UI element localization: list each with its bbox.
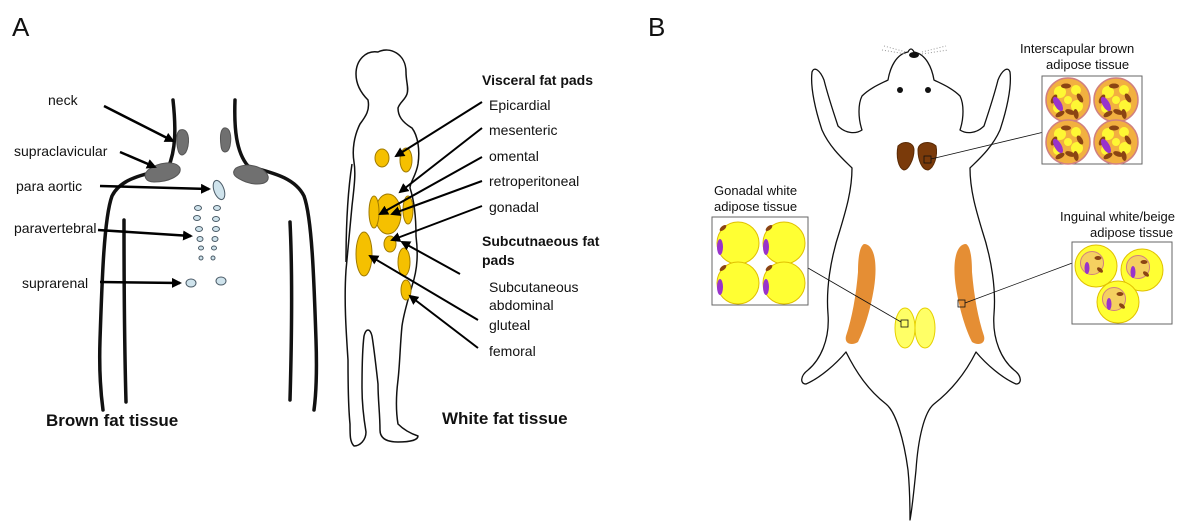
gluteal-pad (398, 248, 410, 276)
brown-fat-caption: Brown fat tissue (46, 411, 178, 431)
label-inguinal-line1: Inguinal white/beige (1060, 209, 1175, 225)
neck-arrow (104, 106, 173, 141)
white-fat-caption: White fat tissue (442, 409, 568, 429)
adipocyte (1046, 78, 1090, 122)
label-omental: omental (489, 148, 539, 164)
inguinal-cells-box (1072, 242, 1172, 324)
supraclavicular-depot-right (234, 165, 269, 184)
label-gonadal-line2: adipose tissue (714, 199, 797, 215)
epicardial-pad (375, 149, 389, 167)
subcutaneous-arrow (402, 242, 460, 274)
subcutaneous-heading-line2: pads (482, 252, 515, 268)
paravertebral-depot (213, 217, 220, 222)
label-subcutaneous-line1: Subcutaneous (489, 279, 579, 295)
mouse-right-eye (925, 87, 931, 93)
suprarenal-depot (186, 279, 196, 287)
mouse-left-eye (897, 87, 903, 93)
adipocyte (717, 222, 759, 264)
gonadal-cells-box (712, 217, 808, 305)
paravertebral-depot (214, 206, 221, 211)
para-aortic-depot (211, 179, 227, 201)
neck-depot-right (220, 128, 230, 152)
label-subcutaneous-line2: abdominal (489, 297, 554, 313)
label-para-aortic: para aortic (16, 178, 82, 194)
paravertebral-depot (213, 227, 220, 232)
suprarenal-depot (216, 277, 226, 285)
adipocyte (1097, 281, 1139, 323)
paravertebral-depot (196, 227, 203, 232)
adipocyte (1094, 120, 1138, 164)
paravertebral-depot (197, 237, 203, 242)
label-mesenteric: mesenteric (489, 122, 557, 138)
interscapular-cells-box (1042, 76, 1142, 164)
label-interscapular-line2: adipose tissue (1046, 57, 1129, 73)
paravertebral-arrow (98, 230, 191, 236)
back-torso-outline (100, 100, 317, 410)
label-paravertebral: paravertebral (14, 220, 97, 236)
femoral-pad (401, 280, 411, 300)
label-suprarenal: suprarenal (22, 275, 88, 291)
adipocyte (763, 222, 805, 264)
adipocyte (1075, 245, 1117, 287)
paravertebral-depot (194, 216, 201, 221)
label-gonadal: gonadal (489, 199, 539, 215)
paravertebral-depot (211, 256, 215, 260)
label-interscapular-line1: Interscapular brown (1020, 41, 1134, 57)
visceral-heading: Visceral fat pads (482, 72, 593, 88)
mouse-outline (802, 49, 1021, 520)
suprarenal-arrow (100, 282, 180, 283)
label-retroperitoneal: retroperitoneal (489, 173, 579, 189)
adipocyte (763, 262, 805, 304)
label-femoral: femoral (489, 343, 536, 359)
gluteal-arrow (370, 256, 478, 320)
neck-depot (177, 130, 189, 155)
gonadal-depot-left (895, 308, 915, 348)
label-gonadal-line1: Gonadal white (714, 183, 797, 199)
femoral-arrow (410, 296, 478, 348)
paravertebral-depot (212, 246, 217, 250)
epicardial-arrow (396, 102, 482, 156)
label-supraclavicular: supraclavicular (14, 143, 107, 159)
label-epicardial: Epicardial (489, 97, 550, 113)
paravertebral-depot (212, 237, 218, 242)
label-inguinal-line2: adipose tissue (1090, 225, 1173, 241)
paravertebral-depot (195, 206, 202, 211)
gonadal-depot-right (915, 308, 935, 348)
adipocyte (717, 262, 759, 304)
paravertebral-depot (199, 256, 203, 260)
mouse-nose (909, 52, 919, 58)
omental-arrow (380, 157, 482, 214)
subcutaneous-pad (356, 232, 372, 276)
supraclavicular-arrow (120, 152, 155, 167)
adipocyte (1046, 120, 1090, 164)
label-neck: neck (48, 92, 78, 108)
adipocyte (1094, 78, 1138, 122)
subcutaneous-heading-line1: Subcutnaeous fat (482, 233, 599, 249)
paravertebral-depots (186, 179, 227, 287)
omental-pad (369, 196, 379, 228)
label-gluteal: gluteal (489, 317, 530, 333)
paravertebral-depot (199, 246, 204, 250)
